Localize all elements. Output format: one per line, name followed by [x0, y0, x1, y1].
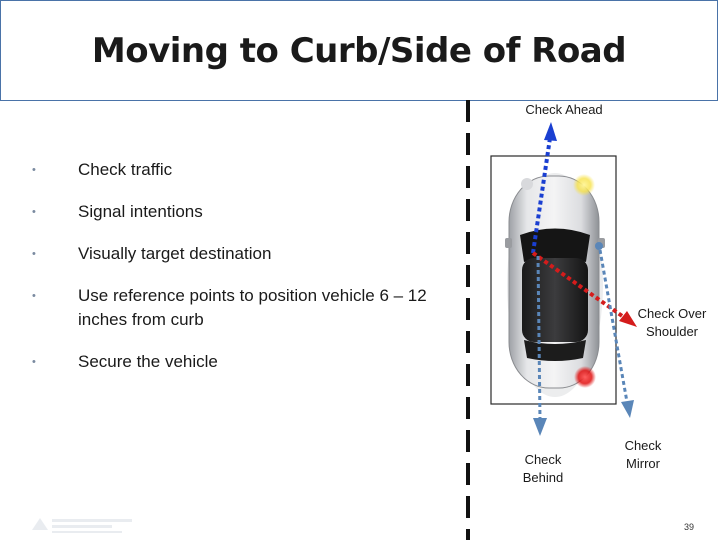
bullet-item: • Signal intentions	[30, 200, 440, 224]
check-mirror-arrow	[595, 242, 634, 418]
page-number: 39	[683, 522, 694, 532]
bullet-item: • Use reference points to position vehic…	[30, 284, 440, 332]
bullet-icon: •	[32, 290, 36, 302]
check-ahead-label: Check Ahead	[525, 102, 603, 117]
bullet-text: Check traffic	[78, 160, 173, 179]
bullet-text: Secure the vehicle	[78, 352, 218, 371]
bullet-icon: •	[32, 164, 36, 176]
parking-space	[490, 155, 617, 405]
check-behind-label: Check Behind	[522, 452, 564, 485]
bullet-icon: •	[32, 248, 36, 260]
slide-title: Moving to Curb/Side of Road	[91, 31, 627, 71]
bullet-text: Use reference points to position vehicle…	[78, 286, 427, 329]
check-mirror-label: Check Mirror	[624, 438, 662, 471]
check-ahead-arrow	[531, 122, 557, 254]
title-box: Moving to Curb/Side of Road	[0, 0, 718, 101]
bullet-text: Visually target destination	[78, 244, 272, 263]
bullet-item: • Secure the vehicle	[30, 350, 440, 374]
bullet-icon: •	[32, 356, 36, 368]
bullet-icon: •	[32, 206, 36, 218]
bullet-text: Signal intentions	[78, 202, 203, 221]
check-behind-arrow	[533, 255, 547, 436]
car-icon	[505, 173, 605, 397]
watermark-logo	[32, 518, 132, 533]
check-over-shoulder-label: Check Over Shoulder	[637, 306, 707, 339]
bullet-item: • Visually target destination	[30, 242, 440, 266]
bullet-item: • Check traffic	[30, 158, 440, 182]
